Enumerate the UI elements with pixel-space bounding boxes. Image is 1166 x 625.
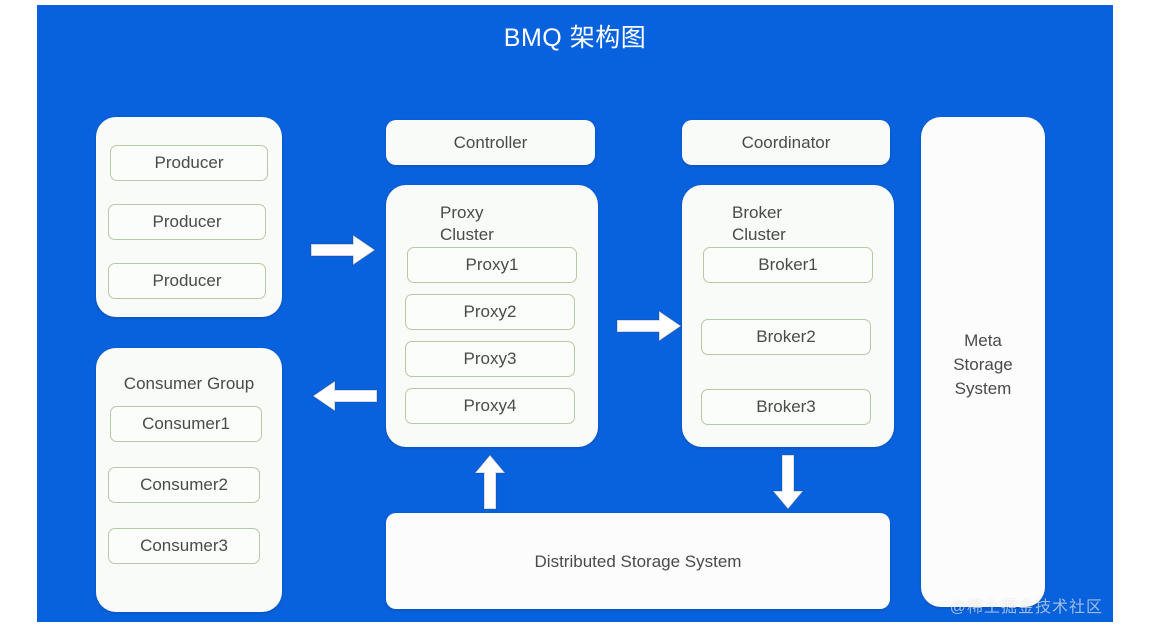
- producer-node-2-label: Producer: [152, 212, 222, 231]
- producer-node-1[interactable]: Producer: [110, 145, 268, 181]
- broker-node-3-label: Broker3: [756, 397, 816, 416]
- consumer-group-title: Consumer Group: [123, 374, 255, 393]
- proxy-node-2-label: Proxy2: [463, 302, 517, 321]
- broker-cluster-title: Broker Cluster: [732, 203, 786, 244]
- meta-storage-label: Meta Storage System: [953, 331, 1013, 398]
- controller-label: Controller: [453, 133, 528, 152]
- broker-node-3[interactable]: Broker3: [701, 389, 871, 425]
- consumer-node-2-label: Consumer2: [140, 475, 228, 494]
- broker-cluster-panel: Broker Cluster Broker1 Broker2 Broker3: [682, 185, 894, 447]
- proxy-node-4[interactable]: Proxy4: [405, 388, 575, 424]
- proxy-node-3-label: Proxy3: [463, 349, 517, 368]
- arrow-producers-to-proxy: [310, 233, 377, 267]
- coordinator-label: Coordinator: [741, 133, 831, 152]
- producer-node-2[interactable]: Producer: [108, 204, 266, 240]
- arrow-storage-to-proxy: [473, 454, 507, 510]
- broker-node-2[interactable]: Broker2: [701, 319, 871, 355]
- producer-group-panel: Producer Producer Producer: [96, 117, 282, 317]
- broker-node-2-label: Broker2: [756, 327, 816, 346]
- proxy-node-4-label: Proxy4: [463, 396, 517, 415]
- producer-node-3-label: Producer: [152, 271, 222, 290]
- diagram-stage: BMQ 架构图 Producer Producer Producer Consu…: [37, 5, 1113, 622]
- controller-panel[interactable]: Controller: [386, 120, 595, 165]
- coordinator-panel[interactable]: Coordinator: [682, 120, 890, 165]
- proxy-node-2[interactable]: Proxy2: [405, 294, 575, 330]
- arrow-proxy-to-broker: [616, 309, 683, 343]
- consumer-node-1[interactable]: Consumer1: [110, 406, 262, 442]
- proxy-node-1[interactable]: Proxy1: [407, 247, 577, 283]
- proxy-cluster-panel: Proxy Cluster Proxy1 Proxy2 Proxy3 Proxy…: [386, 185, 598, 447]
- consumer-node-1-label: Consumer1: [142, 414, 230, 433]
- broker-node-1[interactable]: Broker1: [703, 247, 873, 283]
- consumer-node-2[interactable]: Consumer2: [108, 467, 260, 503]
- broker-node-1-label: Broker1: [758, 255, 818, 274]
- producer-node-3[interactable]: Producer: [108, 263, 266, 299]
- arrow-proxy-to-consumers: [311, 379, 378, 413]
- consumer-node-3[interactable]: Consumer3: [108, 528, 260, 564]
- consumer-node-3-label: Consumer3: [140, 536, 228, 555]
- page-title: BMQ 架构图: [503, 24, 647, 52]
- proxy-node-1-label: Proxy1: [465, 255, 519, 274]
- proxy-cluster-title: Proxy Cluster: [440, 203, 494, 244]
- distributed-storage-panel[interactable]: Distributed Storage System: [386, 513, 890, 609]
- consumer-group-panel: Consumer Group Consumer1 Consumer2 Consu…: [96, 348, 282, 612]
- watermark: @稀土掘金技术社区: [949, 599, 1103, 616]
- meta-storage-panel[interactable]: Meta Storage System: [921, 117, 1045, 607]
- arrow-broker-to-storage: [771, 454, 805, 510]
- proxy-node-3[interactable]: Proxy3: [405, 341, 575, 377]
- producer-node-1-label: Producer: [154, 153, 224, 172]
- distributed-storage-label: Distributed Storage System: [534, 552, 742, 571]
